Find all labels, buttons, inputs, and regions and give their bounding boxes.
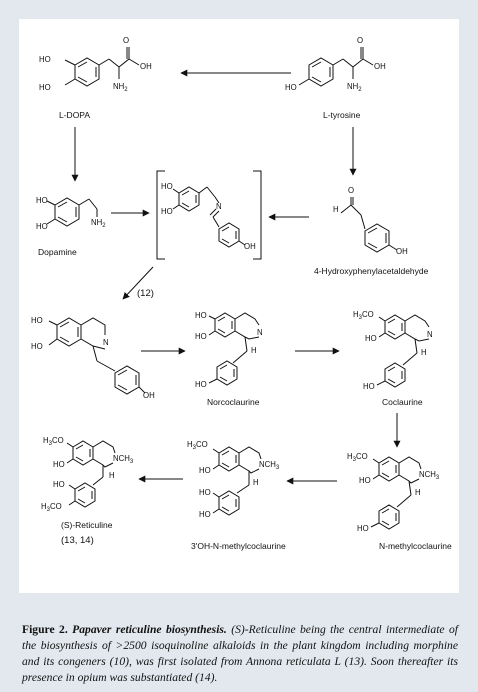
atom-h: H <box>109 471 115 480</box>
atom-n: N <box>257 328 263 337</box>
atom-ho: HO <box>39 55 51 64</box>
atom-ho: HO <box>36 196 48 205</box>
ltyrosine-structure <box>298 47 374 87</box>
atom-ho: HO <box>39 83 51 92</box>
atom-oh: OH <box>374 62 386 71</box>
atom-h: H <box>333 205 339 214</box>
atom-ho: HO <box>31 342 43 351</box>
atom-ho: HO <box>359 476 371 485</box>
atom-ho: HO <box>199 488 211 497</box>
atom-oh: OH <box>143 391 155 400</box>
label-reticuline: (S)-Reticuline <box>61 520 113 530</box>
ref-step12: (12) <box>137 288 154 299</box>
norlaudanosoline-structure <box>48 317 146 395</box>
hydroxy-nmc-structure <box>212 446 262 516</box>
atom-h3co: H3CO <box>353 310 374 321</box>
atom-ho: HO <box>199 510 211 519</box>
atom-n: N <box>427 330 433 339</box>
label-ltyrosine: L-tyrosine <box>323 110 361 120</box>
label-ldopa: L-DOPA <box>59 110 90 120</box>
atom-o: O <box>348 186 354 195</box>
atom-ho: HO <box>365 334 377 343</box>
atom-nch3: NCH3 <box>419 470 440 481</box>
dopamine-structure <box>46 197 98 227</box>
compound-labels: L-DOPA L-tyrosine Dopamine 4-Hydroxyphen… <box>38 110 452 551</box>
hpaa-structure <box>340 197 398 253</box>
atom-nh2: NH2 <box>91 218 106 229</box>
atom-ho: HO <box>195 311 207 320</box>
atom-ho: HO <box>36 222 48 231</box>
atom-h: H <box>251 346 257 355</box>
norcoclaurine-structure <box>208 312 260 386</box>
atom-h: H <box>253 478 259 487</box>
label-norcoclaurine: Norcoclaurine <box>207 397 260 407</box>
coclaurine-structure <box>376 314 430 388</box>
imine-intermediate-structure <box>156 170 262 260</box>
figure-title: Papaver reticuline biosynthesis. <box>72 623 227 636</box>
atom-ho: HO <box>195 380 207 389</box>
reaction-arrows <box>71 69 401 485</box>
atom-ho: HO <box>195 332 207 341</box>
figure-label: Figure 2. <box>22 623 68 636</box>
label-hpaa: 4-Hydroxyphenylacetaldehyde <box>314 266 429 276</box>
figure-caption-text: (S)-Reticuline being the central interme… <box>22 623 458 684</box>
atom-n: N <box>216 202 222 211</box>
ldopa-structure <box>64 47 140 87</box>
atom-nh2: NH2 <box>347 82 362 93</box>
atom-labels: HO HO OH O NH2 HO OH O NH2 HO HO NH2 HO … <box>31 36 440 533</box>
atom-h3co: H3CO <box>41 502 62 513</box>
atom-h: H <box>421 348 427 357</box>
atom-h3co: H3CO <box>187 440 208 451</box>
atom-ho: HO <box>31 316 43 325</box>
atom-nh2: NH2 <box>113 82 128 93</box>
atom-h3co: H3CO <box>43 436 64 447</box>
atom-ho: HO <box>199 466 211 475</box>
label-nmethylcoclaurine: N-methylcoclaurine <box>379 541 452 551</box>
atom-n: N <box>103 338 109 347</box>
atom-oh: OH <box>396 247 408 256</box>
atom-ho: HO <box>161 182 173 191</box>
atom-ho: HO <box>363 382 375 391</box>
atom-ho: HO <box>285 83 297 92</box>
atom-nch3: NCH3 <box>259 460 280 471</box>
arrow-intermediate-to-cyclized <box>122 266 154 300</box>
atom-ho: HO <box>161 207 173 216</box>
atom-oh: OH <box>140 62 152 71</box>
label-hydroxy-nmc: 3'OH-N-methylcoclaurine <box>191 541 286 551</box>
atom-ho: HO <box>53 460 65 469</box>
label-dopamine: Dopamine <box>38 247 77 257</box>
figure-caption: Figure 2. Papaver reticuline biosynthesi… <box>22 622 458 686</box>
atom-nch3: NCH3 <box>113 454 134 465</box>
atom-ho: HO <box>53 480 65 489</box>
reticuline-structure <box>66 440 116 508</box>
nmethylcoclaurine-structure <box>370 456 422 530</box>
atom-h: H <box>415 488 421 497</box>
atom-ho: HO <box>357 524 369 533</box>
label-coclaurine: Coclaurine <box>382 397 423 407</box>
atom-o: O <box>357 36 363 45</box>
pathway-svg: HO HO OH O NH2 HO OH O NH2 HO HO NH2 HO … <box>31 36 452 551</box>
atom-o: O <box>123 36 129 45</box>
atom-oh: OH <box>244 242 256 251</box>
reticuline-biosynthesis-diagram: HO HO OH O NH2 HO OH O NH2 HO HO NH2 HO … <box>19 19 459 593</box>
ref-reticuline: (13, 14) <box>61 535 94 546</box>
atom-h3co: H3CO <box>347 452 368 463</box>
